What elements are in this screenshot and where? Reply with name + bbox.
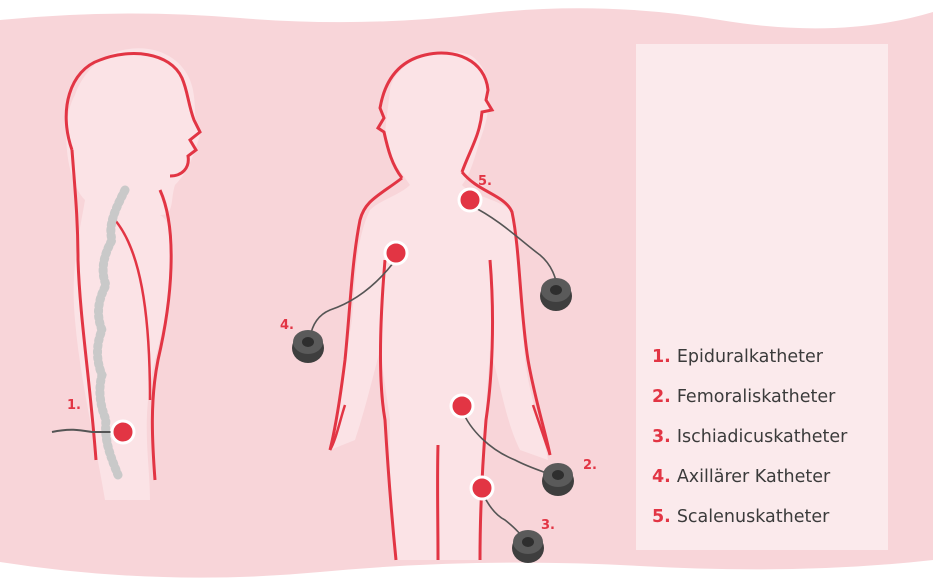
pump-axillary <box>292 330 324 363</box>
marker-scalenus <box>459 189 481 211</box>
marker-femoral <box>451 395 473 417</box>
legend-item-femoral: 2. Femoraliskatheter <box>652 380 847 420</box>
legend-number: 5. <box>652 507 671 527</box>
marker-ischiadic <box>471 477 493 499</box>
callout-3: 3. <box>541 518 555 533</box>
callout-1: 1. <box>67 398 81 413</box>
legend-item-axillary: 4. Axillärer Katheter <box>652 460 847 500</box>
pump-ischiadic <box>512 530 544 563</box>
callout-5: 5. <box>478 174 492 189</box>
legend-number: 2. <box>652 387 671 407</box>
marker-epidural <box>112 421 134 443</box>
legend-label: Ischiadicuskatheter <box>677 427 847 447</box>
side-view-figure <box>52 48 200 500</box>
marker-axillary <box>385 242 407 264</box>
front-view-figure <box>292 52 574 563</box>
legend-item-scalenus: 5. Scalenuskatheter <box>652 500 847 540</box>
pump-scalenus <box>540 278 572 311</box>
legend: 1. Epiduralkatheter 2. Femoraliskatheter 3… <box>652 340 847 540</box>
pump-femoral <box>542 463 574 496</box>
legend-item-ischiadic: 3. Ischiadicuskatheter <box>652 420 847 460</box>
callout-2: 2. <box>583 458 597 473</box>
legend-number: 3. <box>652 427 671 447</box>
legend-item-epidural: 1. Epiduralkatheter <box>652 340 847 380</box>
legend-number: 4. <box>652 467 671 487</box>
legend-number: 1. <box>652 347 671 367</box>
legend-label: Femoraliskatheter <box>677 387 835 407</box>
legend-label: Epiduralkatheter <box>677 347 823 367</box>
legend-label: Scalenuskatheter <box>677 507 829 527</box>
legend-label: Axillärer Katheter <box>677 467 830 487</box>
callout-4: 4. <box>280 318 294 333</box>
